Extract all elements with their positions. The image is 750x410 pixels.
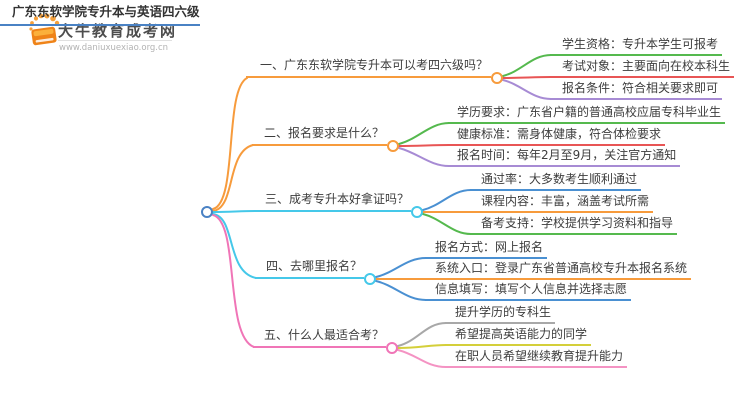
subtopic-4-2: 系统入口：登录广东省普通高校专升本报名系统	[425, 258, 692, 280]
logo-book-icon	[29, 13, 60, 46]
logo-title: 大牛教育成考网	[58, 22, 178, 40]
branch-title-1: 一、广东东软学院专升本可以考四六级吗？	[246, 54, 491, 78]
branch-4-node-circle	[364, 273, 376, 285]
logo-divider	[58, 40, 172, 41]
connector-branch3-sub1	[422, 189, 472, 211]
logo-url: www.daniuxuexiao.org.cn	[59, 43, 169, 53]
subtopic-5-3: 在职人员希望继续教育提升能力	[445, 346, 628, 368]
connector-branch1-sub1	[502, 54, 552, 77]
subtopic-2-1: 学历要求：广东省户籍的普通高校应届专科毕业生	[448, 102, 726, 124]
subtopic-1-1: 学生资格：专升本学生可报考	[550, 34, 723, 56]
connector-branch4-sub3	[375, 280, 427, 301]
subtopic-3-2: 课程内容：丰富，涵盖考试所需	[470, 191, 654, 213]
branch-title-4: 四、去哪里报名？	[255, 255, 364, 279]
branch-5-node-circle	[386, 342, 398, 354]
central-topic: 广东东软学院专升本与英语四六级	[0, 0, 200, 26]
connector-central-branch3	[212, 210, 256, 213]
subtopic-2-3: 报名时间：每年2月至9月，关注官方通知	[448, 145, 681, 167]
subtopic-5-2: 希望提高英语能力的同学	[445, 324, 592, 346]
subtopic-5-1: 提升学历的专科生	[445, 302, 556, 324]
subtopic-2-2: 健康标准：需身体健康，符合体检要求	[448, 124, 666, 146]
connector-branch5-sub1	[397, 322, 447, 347]
connector-branch2-sub2	[398, 144, 450, 147]
connector-branch1-sub2	[502, 76, 552, 79]
subtopic-1-3: 报名条件：符合相关要求即可	[550, 78, 723, 100]
subtopic-4-1: 报名方式：网上报名	[425, 237, 548, 259]
central-node-circle	[201, 206, 213, 218]
connector-branch5-sub2	[397, 344, 447, 349]
connector-central-branch1	[212, 77, 248, 210]
connector-branch2-sub3	[398, 147, 450, 167]
subtopic-1-2: 考试对象：主要面向在校本科生	[550, 56, 735, 78]
branch-title-2: 二、报名要求是什么？	[252, 122, 387, 146]
connector-central-branch5	[212, 214, 255, 348]
subtopic-3-3: 备考支持：学校提供学习资料和指导	[470, 213, 678, 235]
branch-3-node-circle	[411, 206, 423, 218]
subtopic-3-1: 通过率：大多数考生顺利通过	[470, 169, 642, 191]
branch-title-3: 三、成考专升本好拿证吗？	[254, 188, 411, 212]
connector-branch3-sub3	[422, 213, 472, 235]
connector-branch5-sub3	[397, 349, 447, 368]
branch-2-node-circle	[387, 140, 399, 152]
connector-branch4-sub1	[375, 257, 427, 278]
branch-1-node-circle	[491, 72, 503, 84]
connector-central-branch2	[212, 144, 254, 212]
connector-branch2-sub1	[398, 122, 450, 145]
subtopic-4-3: 信息填写：填写个人信息并选择志愿	[425, 279, 632, 301]
connector-branch1-sub3	[502, 79, 552, 100]
connector-central-branch4	[212, 213, 257, 279]
branch-title-5: 五、什么人最适合考？	[253, 324, 386, 348]
